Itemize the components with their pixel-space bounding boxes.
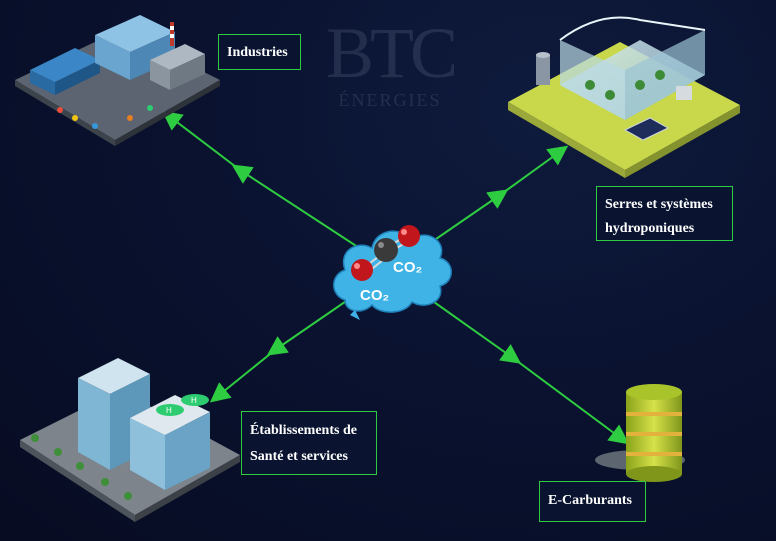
fuel-barrel-icon	[595, 384, 685, 482]
arrow-to-carburants	[409, 284, 630, 445]
label-sante-line2: Santé et services	[250, 449, 348, 464]
greenhouse-icon	[508, 16, 740, 178]
hospital-icon: H H	[20, 358, 240, 522]
industry-icon	[15, 15, 220, 146]
label-carburants-text: E-Carburants	[548, 493, 633, 508]
btc-logo-watermark: BTC ÉNERGIES	[320, 13, 460, 111]
co2-cloud-icon	[333, 225, 452, 320]
label-industries-text: Industries	[227, 45, 288, 60]
arrow-to-sante	[209, 294, 356, 403]
arrow-to-serres	[419, 145, 569, 251]
label-carburants: E-Carburants	[539, 481, 646, 522]
svg-text:H: H	[166, 406, 172, 415]
arrow-to-industries	[161, 110, 371, 256]
co2-label-1: CO₂	[393, 259, 422, 276]
svg-text:H: H	[191, 396, 197, 405]
label-industries: Industries	[218, 34, 301, 70]
logo-subtitle: ÉNERGIES	[338, 90, 442, 110]
logo-text: BTC	[325, 13, 458, 93]
co2-label-2: CO₂	[360, 287, 389, 304]
label-serres: Serres et systèmes hydroponiques	[596, 186, 733, 241]
label-sante-line1: Établissements de	[250, 423, 357, 438]
label-serres-line2: hydroponiques	[605, 221, 695, 236]
label-serres-line1: Serres et systèmes	[605, 197, 713, 212]
label-sante: Établissements de Santé et services	[241, 411, 377, 475]
